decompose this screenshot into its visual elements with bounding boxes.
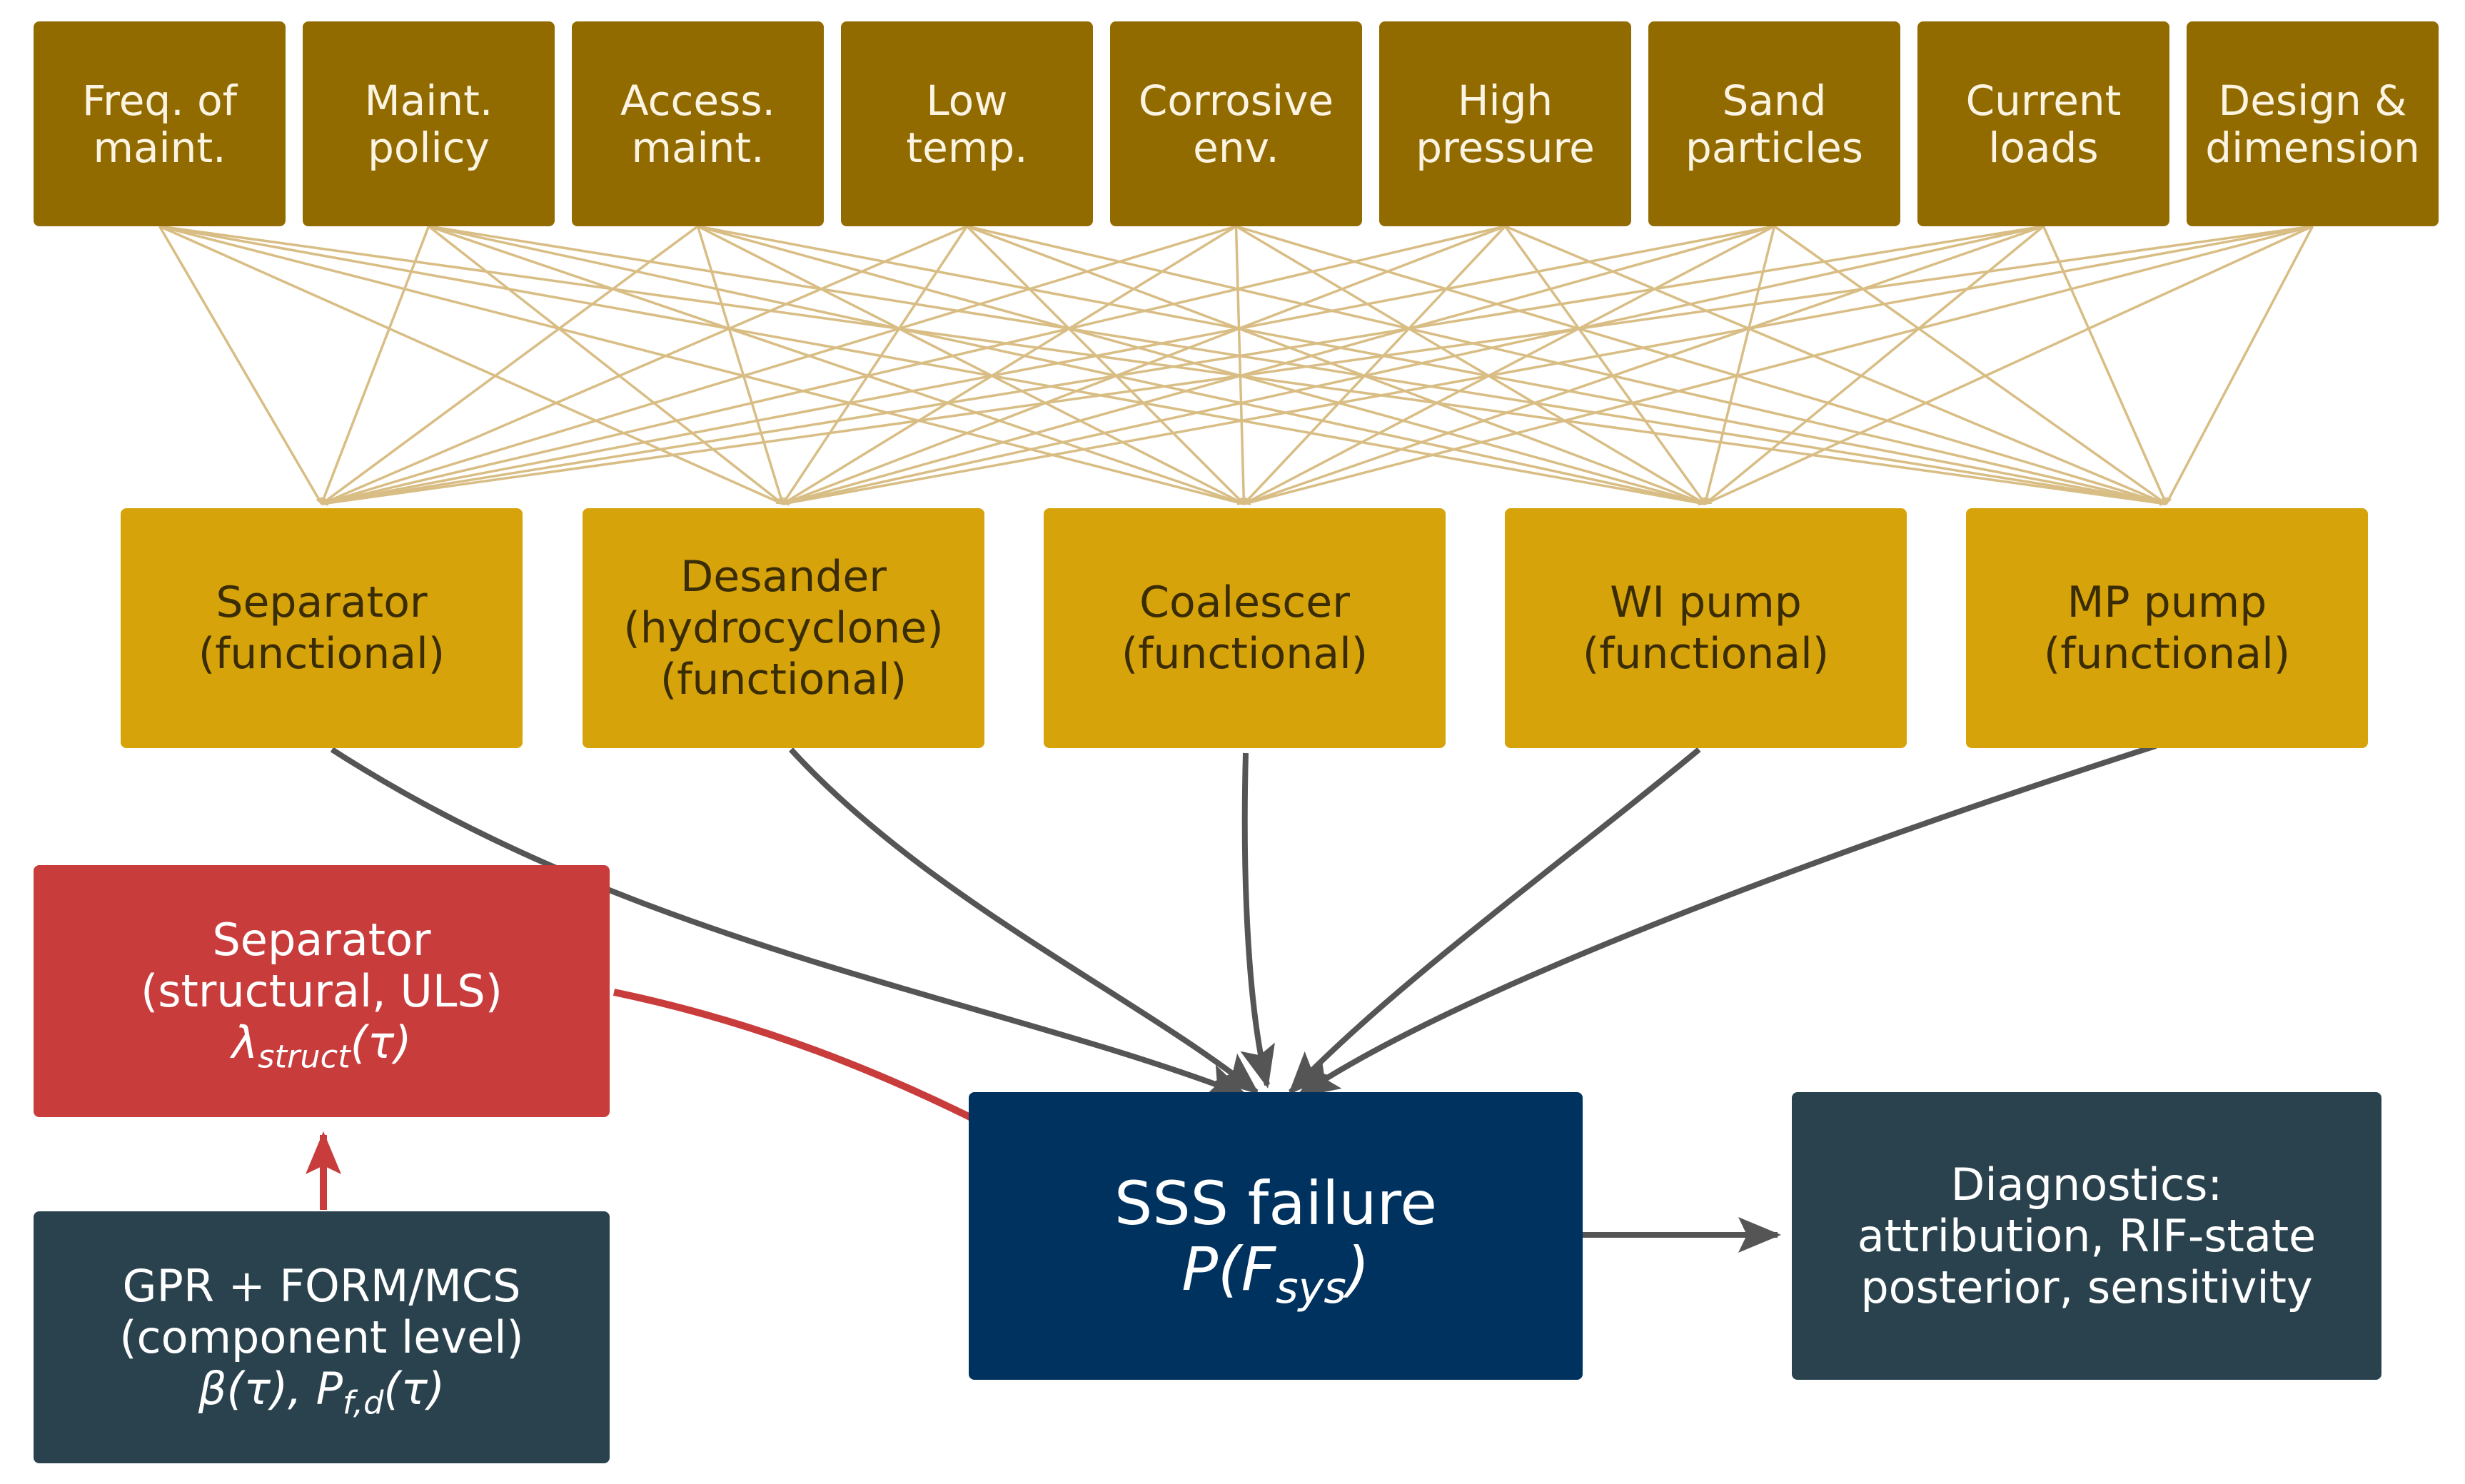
edge-freq-to-wi-pump xyxy=(159,225,1706,506)
system-title: SSS failure xyxy=(1114,1168,1437,1238)
edge-policy-to-coalescer xyxy=(428,225,1245,505)
edge-lowtemp-to-coalescer xyxy=(966,225,1245,505)
separator-structural-node: Separator (structural, ULS) λstruct(τ) xyxy=(34,865,610,1117)
diagnostics-node: Diagnostics: attribution, RIF-state post… xyxy=(1792,1092,2381,1380)
edge-design-to-wi-pump xyxy=(1704,225,2314,505)
edge-sand-to-mp-pump xyxy=(1773,225,2167,505)
gpr-title: GPR + FORM/MCS xyxy=(122,1259,521,1312)
edge-lowtemp-to-desander xyxy=(782,226,968,505)
edge-freq-to-coalescer xyxy=(159,225,1245,505)
edge-corrosive-to-desander xyxy=(782,225,1237,505)
structural-formula: λstruct(τ) xyxy=(231,1016,412,1075)
edge-policy-to-mp-pump xyxy=(428,225,2167,506)
component-wi-pump: WI pump(functional) xyxy=(1505,508,1907,748)
edge-policy-to-desander xyxy=(428,225,784,505)
system-formula: P(Fsys) xyxy=(1181,1233,1370,1313)
edge-current-to-mp-pump xyxy=(2042,226,2168,505)
edge-mp-pump-to-system xyxy=(1296,743,2157,1099)
edge-sand-to-coalescer xyxy=(1243,225,1775,505)
component-separator: Separator(functional) xyxy=(121,508,523,748)
edge-corrosive-to-separator xyxy=(321,225,1237,505)
gpr-subtitle: (component level) xyxy=(119,1311,524,1363)
edge-corrosive-to-mp-pump xyxy=(1235,225,2167,505)
edge-access-to-desander xyxy=(696,226,785,505)
edge-corrosive-to-wi-pump xyxy=(1235,225,1706,505)
structural-subtitle: (structural, ULS) xyxy=(141,964,503,1017)
edge-access-to-separator xyxy=(321,225,699,505)
rif-to-component-edges xyxy=(158,225,2314,506)
edge-access-to-coalescer xyxy=(697,225,1245,505)
edge-policy-to-separator xyxy=(320,226,430,505)
edge-lowtemp-to-mp-pump xyxy=(967,225,2167,505)
gpr-form-mcs-node: GPR + FORM/MCS (component level) β(τ), P… xyxy=(34,1211,610,1463)
component-mp-pump: MP pump(functional) xyxy=(1966,508,2368,748)
edge-freq-to-mp-pump xyxy=(159,225,2167,506)
edge-lowtemp-to-wi-pump xyxy=(966,225,1706,505)
edge-freq-to-separator xyxy=(158,226,323,505)
edge-policy-to-wi-pump xyxy=(428,225,1706,505)
rif-access-maint: Access.maint. xyxy=(572,21,824,226)
component-desander: Desander(hydrocyclone)(functional) xyxy=(583,508,984,748)
edge-design-to-separator xyxy=(321,225,2313,506)
edge-current-to-wi-pump xyxy=(1704,225,2045,505)
edge-pressure-to-separator xyxy=(321,225,1506,505)
edge-sand-to-separator xyxy=(321,225,1775,506)
edge-sand-to-desander xyxy=(782,225,1775,505)
edge-pressure-to-mp-pump xyxy=(1504,225,2167,505)
edge-current-to-separator xyxy=(321,225,2044,506)
edge-design-to-mp-pump xyxy=(2164,226,2314,505)
rif-maint-policy: Maint.policy xyxy=(303,21,555,226)
structural-title: Separator xyxy=(212,913,431,966)
rif-design-dimension: Design &dimension xyxy=(2187,21,2439,226)
edge-desander-to-system xyxy=(789,747,1259,1095)
edge-pressure-to-coalescer xyxy=(1243,225,1506,505)
edge-design-to-desander xyxy=(782,225,2313,506)
sss-failure-node: SSS failure P(Fsys) xyxy=(969,1092,1583,1380)
edge-access-to-mp-pump xyxy=(697,225,2167,506)
edge-access-to-wi-pump xyxy=(697,225,1706,505)
edge-corrosive-to-coalescer xyxy=(1234,226,1247,505)
edge-sand-to-wi-pump xyxy=(1703,226,1776,505)
edge-coalescer-to-system xyxy=(1240,752,1275,1089)
edge-wi-pump-to-system xyxy=(1288,747,1701,1095)
edge-pressure-to-wi-pump xyxy=(1504,225,1706,505)
component-coalescer: Coalescer(functional) xyxy=(1044,508,1446,748)
edge-pressure-to-desander xyxy=(782,225,1506,505)
edge-current-to-desander xyxy=(782,225,2044,505)
edge-design-to-coalescer xyxy=(1243,225,2313,505)
edge-current-to-coalescer xyxy=(1243,225,2045,505)
edge-freq-to-desander xyxy=(158,225,784,505)
gpr-formula: β(τ), Pf,d(τ) xyxy=(198,1362,445,1421)
edge-lowtemp-to-separator xyxy=(321,225,968,505)
